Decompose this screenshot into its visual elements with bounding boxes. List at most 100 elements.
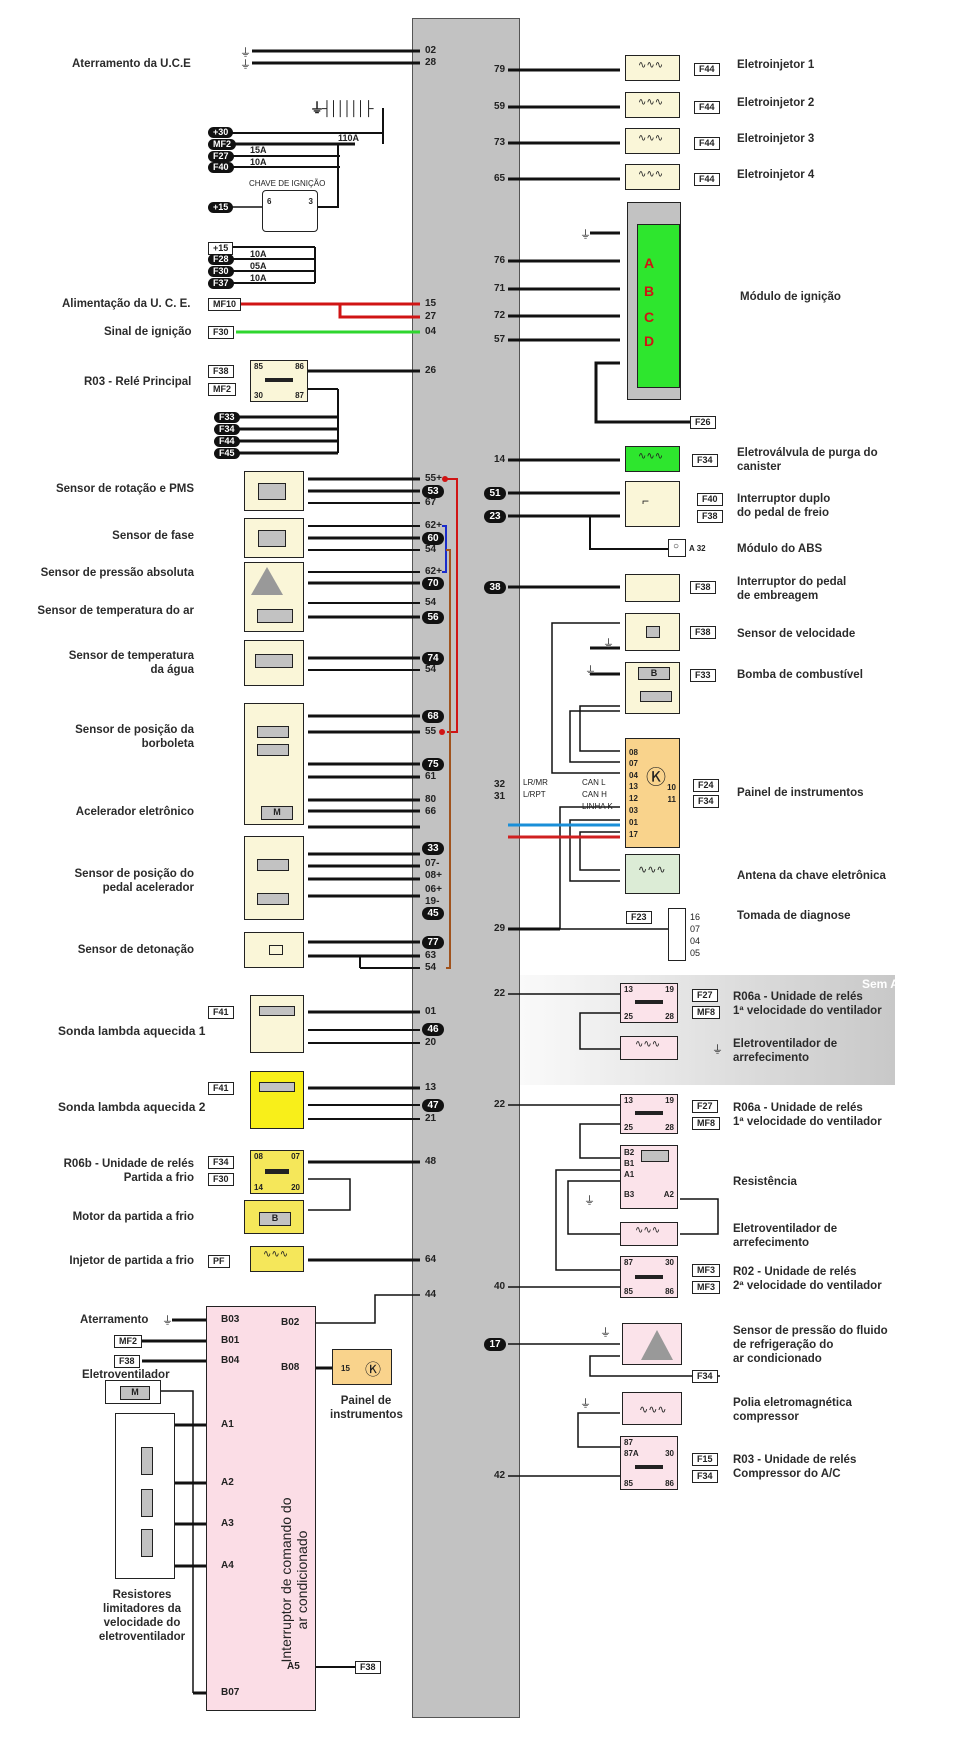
- sensor-detonacao: [244, 932, 304, 968]
- coil-icon: ∿∿∿: [638, 169, 664, 180]
- fuse-f34: F34: [692, 454, 718, 467]
- fuse-mf2: MF2: [208, 139, 236, 150]
- label-motor-partida: Motor da partida a frio: [72, 1211, 194, 1223]
- fuse-f33: F33: [214, 412, 240, 423]
- ecu-pin: 08+: [425, 870, 442, 881]
- ac-pressure-sensor: [622, 1323, 682, 1365]
- relay-principal: 85 86 30 87: [250, 360, 308, 402]
- motor-icon: M: [261, 806, 293, 820]
- ground-icon: ⏚: [240, 47, 251, 59]
- fuse-mf8: MF8: [692, 1117, 720, 1130]
- label-ground-uce: Aterramento da U.C.E: [72, 58, 191, 70]
- fuse-f37: F37: [208, 278, 234, 289]
- coil-icon: ∿∿∿: [638, 864, 666, 876]
- diag-connector: [668, 908, 686, 961]
- fuse-f38: F38: [114, 1355, 140, 1368]
- ac-pin: A3: [221, 1518, 234, 1529]
- ecu-pin: 07-: [425, 858, 440, 869]
- sonda-lambda-2: [250, 1071, 304, 1129]
- bus-label: CAN H: [582, 790, 607, 799]
- ecu-pin-shielded: 47: [422, 1099, 444, 1112]
- ecu-pin: 29: [494, 923, 506, 934]
- ecu-pin: 62+: [425, 520, 442, 531]
- coil-icon: ∿∿∿: [639, 1404, 667, 1416]
- ecu-pin-shielded: 53: [422, 485, 444, 498]
- cooling-fan: ∿∿∿: [620, 1222, 678, 1246]
- transistor-icon: Ⓚ: [365, 1362, 382, 1379]
- fuse-mf3: MF3: [692, 1264, 720, 1277]
- ecu-pin: 01: [425, 1006, 437, 1017]
- potentiometer-icon: [257, 726, 289, 738]
- ecu-pin: 06+: [425, 884, 442, 895]
- ecu-pin: 42: [494, 1470, 506, 1481]
- ecu-pin: 72: [494, 310, 506, 321]
- fuse-f30: F30: [208, 1173, 234, 1186]
- ac-pin: A4: [221, 1560, 234, 1571]
- ground-icon: ⏚: [603, 638, 614, 650]
- fuse-f41: F41: [208, 1082, 234, 1095]
- ac-pin: B07: [221, 1687, 240, 1698]
- ignition-key-switch: 6 3: [262, 190, 318, 232]
- label-sensor-detonacao: Sensor de detonação: [77, 944, 194, 956]
- relay-coil-icon: [635, 1111, 663, 1115]
- thermistor-icon: [255, 654, 293, 668]
- ground-icon: ⏚: [712, 1044, 723, 1056]
- wire-code: LR/MR: [523, 778, 548, 787]
- transistor-icon: Ⓚ: [646, 767, 666, 789]
- ecu-pin-shielded: 75: [422, 758, 444, 771]
- ecu-pin: 76: [494, 255, 506, 266]
- throttle-body: M: [244, 703, 304, 825]
- label-injector-4: Eletroinjetor 4: [737, 169, 815, 181]
- ecu-pin: 61: [425, 771, 437, 782]
- brake-switch: ⌐: [625, 481, 680, 527]
- coil-d: D: [644, 333, 655, 349]
- sensor-pedal-acelerador: [244, 836, 304, 920]
- fuse-f40: F40: [208, 162, 234, 173]
- switch-icon: ⌐: [642, 494, 650, 508]
- ecu-pin-shielded: 46: [422, 1023, 444, 1036]
- ac-pin: B08: [281, 1362, 300, 1373]
- ecu-pin-shielded: 17: [484, 1338, 506, 1351]
- sensor-element-icon: [258, 483, 286, 500]
- fuel-pump: B: [625, 662, 680, 714]
- fuse-f27: F27: [692, 989, 718, 1002]
- ecu-pin: 55: [425, 726, 437, 737]
- motor-partida-frio: B: [244, 1200, 304, 1234]
- label-resistencia: Resistência: [733, 1176, 797, 1188]
- injector-1: ∿∿∿: [625, 55, 680, 81]
- ac-pin: B01: [221, 1335, 240, 1346]
- key-antenna: ∿∿∿: [625, 854, 680, 894]
- label-sinal-ignicao: Sinal de ignição: [104, 326, 192, 338]
- fuse-f33: F33: [690, 669, 716, 682]
- ecu-pin: 31: [494, 791, 506, 802]
- fuse-rating: 05A: [250, 261, 267, 271]
- ecu-pin: 54: [425, 664, 437, 675]
- injector-4: ∿∿∿: [625, 164, 680, 190]
- ignition-module: A B C D: [627, 202, 681, 400]
- ecu-pin: 48: [425, 1156, 437, 1167]
- pump-icon: B: [638, 667, 670, 680]
- fuse-f38: F38: [697, 510, 723, 523]
- fuse-f38: F38: [355, 1661, 381, 1674]
- relay-coil-icon: [635, 1275, 663, 1279]
- fuse-f34: F34: [692, 1370, 718, 1383]
- coil-a: A: [644, 255, 655, 271]
- sensor-pressao-temp-ar: [244, 562, 304, 632]
- ac-pin: B04: [221, 1355, 240, 1366]
- label-aterramento: Aterramento: [80, 1314, 149, 1326]
- fuse-f38: F38: [208, 365, 234, 378]
- ecu-pin: 13: [425, 1082, 437, 1093]
- ecu-pin-shielded: 38: [484, 581, 506, 594]
- ecu-pin: 54: [425, 544, 437, 555]
- fuse-f23: F23: [626, 911, 652, 924]
- fuse-f40: F40: [697, 493, 723, 506]
